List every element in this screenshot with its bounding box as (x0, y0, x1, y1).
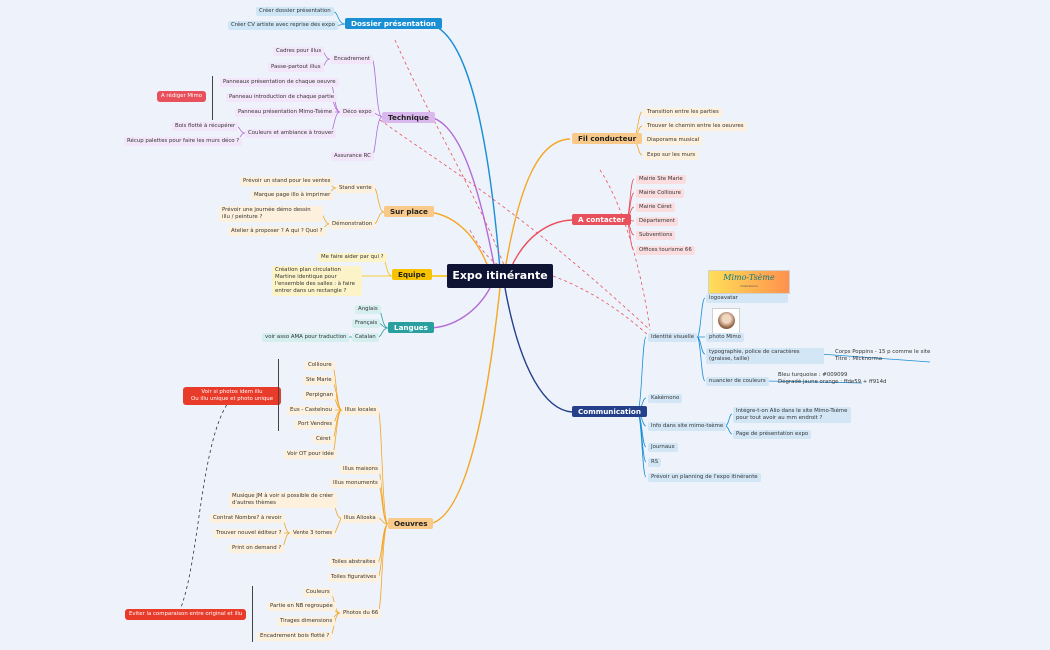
topic-perpignan[interactable]: Perpignan (303, 391, 337, 400)
topic-tirages[interactable]: Tirages dimensions (277, 617, 336, 626)
topic-assurance[interactable]: Assurance RC (331, 152, 374, 161)
photo-mimo-image[interactable] (712, 308, 740, 334)
topic-mairie-ceret[interactable]: Mairie Céret (636, 203, 675, 212)
topic-page-presentation[interactable]: Page de présentation expo (733, 430, 812, 439)
branch-langues[interactable]: Langues (388, 322, 434, 333)
topic-demonstration[interactable]: Démonstration (329, 220, 376, 229)
topic-toiles-figuratives[interactable]: Toiles figuratives (328, 573, 380, 582)
topic-info-site[interactable]: Info dans site mimo-tsème (648, 422, 727, 431)
topic-illus-alioska[interactable]: Illus Alioska (341, 514, 379, 523)
topic-ceret[interactable]: Céret (313, 435, 334, 444)
topic-photos-66[interactable]: Photos du 66 (340, 609, 382, 618)
topic-trouver-chemin[interactable]: Trouver le chemin entre les oeuvres (644, 122, 747, 131)
topic-francais[interactable]: Français (352, 319, 381, 328)
topic-marque-page[interactable]: Marque page illo à imprimer (251, 191, 334, 200)
topic-logoavatar[interactable]: logoavatar (706, 294, 788, 303)
avatar (718, 312, 735, 329)
topic-journaux[interactable]: Journaux (648, 443, 678, 452)
topic-typographie[interactable]: typographie, police de caractères (grais… (706, 348, 824, 364)
topic-ste-marie[interactable]: Ste Marie (303, 376, 335, 385)
branch-technique[interactable]: Technique (382, 112, 435, 123)
topic-print-on-demand[interactable]: Print on demand ? (229, 544, 285, 553)
logo-image[interactable]: Mimo-Tsème illustrations (708, 270, 790, 294)
topic-catalan[interactable]: Catalan (352, 333, 379, 342)
topic-prevoir-stand[interactable]: Prévoir un stand pour les ventes (240, 177, 334, 186)
topic-port-vendres[interactable]: Port Vendres (295, 420, 336, 429)
branch-fil-conducteur[interactable]: Fil conducteur (572, 133, 643, 144)
topic-illus-maisons[interactable]: Illus maisons (340, 465, 381, 474)
topic-subventions[interactable]: Subventions (636, 231, 676, 240)
topic-voir-ot[interactable]: Voir OT pour idée (284, 450, 337, 459)
summary-bracket-photos (248, 586, 253, 642)
topic-bois-flotte[interactable]: Bois flotté à récupérer (172, 122, 239, 131)
branch-dossier-presentation[interactable]: Dossier présentation (345, 18, 442, 29)
topic-diaporama[interactable]: Diaporama musical (644, 136, 703, 145)
topic-photo-mimo[interactable]: photo Mimo (706, 333, 744, 342)
root-node[interactable]: Expo itinérante (447, 264, 553, 288)
topic-expo-murs[interactable]: Expo sur les murs (644, 151, 699, 160)
logo-text: Mimo-Tsème (723, 273, 775, 282)
topic-couleurs-ambiance[interactable]: Couleurs et ambiance à trouver (245, 129, 337, 138)
topic-kakemono[interactable]: Kakémono (648, 394, 683, 403)
topic-panneaux-oeuvre[interactable]: Panneaux présentation de chaque oeuvre (220, 78, 339, 87)
topic-asso-ama[interactable]: voir asso AMA pour traduction (262, 333, 350, 342)
topic-creer-cv[interactable]: Créer CV artiste avec reprise des expo (228, 21, 338, 30)
branch-oeuvres[interactable]: Oeuvres (388, 518, 434, 529)
topic-toiles-abstraites[interactable]: Toiles abstraites (329, 558, 379, 567)
topic-typo-titre[interactable]: Titre : Micknorma (835, 356, 883, 362)
summary-bracket (208, 76, 213, 120)
topic-mairie-ste-marie[interactable]: Mairie Ste Marie (636, 175, 686, 184)
topic-atelier[interactable]: Atelier à proposer ? A qui ? Quoi ? (228, 227, 326, 236)
topic-partie-nb[interactable]: Partie en NB regroupée (267, 602, 336, 611)
note-a-rediger[interactable]: A rédiger Mimo (157, 91, 207, 102)
topic-rs[interactable]: RS (648, 458, 662, 467)
topic-anglais[interactable]: Anglais (355, 305, 381, 314)
topic-mairie-collioure[interactable]: Mairie Collioure (636, 189, 684, 198)
topic-encadrement-bois[interactable]: Encadrement bois flotté ? (257, 632, 333, 641)
topic-passe-partout[interactable]: Passe-partout illus (268, 63, 324, 72)
branch-a-contacter[interactable]: A contacter (572, 214, 631, 225)
topic-illus-locales[interactable]: Illus locales (342, 406, 380, 415)
topic-degrade[interactable]: Dégradé jaune orange : ffde59 + ff914d (778, 379, 887, 385)
note-photos-idem[interactable]: Voir si photos idem illu Ou illu unique … (183, 387, 281, 405)
topic-journee-demo[interactable]: Prévoir une journée démo dessin illu / p… (219, 206, 323, 222)
branch-communication[interactable]: Communication (572, 406, 647, 417)
topic-departement[interactable]: Département (636, 217, 678, 226)
topic-plan-circulation[interactable]: Création plan circulation Martine identi… (272, 266, 362, 296)
topic-nouvel-editeur[interactable]: Trouver nouvel éditeur ? (213, 529, 285, 538)
topic-encadrement[interactable]: Encadrement (331, 55, 374, 64)
topic-contrat[interactable]: Contrat Nombre? à revoir (210, 514, 285, 523)
topic-eus-castelnou[interactable]: Eus - Castelnou (287, 406, 335, 415)
topic-illus-monuments[interactable]: Illus monuments (330, 479, 381, 488)
topic-transition[interactable]: Transition entre les parties (644, 108, 722, 117)
topic-vente-3-tomes[interactable]: Vente 3 tomes (290, 529, 336, 538)
summary-bracket-locales (274, 359, 279, 431)
topic-creer-dossier[interactable]: Créer dossier présentation (256, 7, 334, 16)
logo-subtext: illustrations (740, 284, 758, 288)
topic-deco-expo[interactable]: Déco expo (340, 108, 375, 117)
topic-planning[interactable]: Prévoir un planning de l'expo itinérante (648, 473, 761, 482)
topic-panneau-intro[interactable]: Panneau introduction de chaque partie (226, 93, 338, 102)
topic-stand-vente[interactable]: Stand vente (336, 184, 375, 193)
topic-cadres[interactable]: Cadres pour illus (273, 47, 325, 56)
topic-integre-alio[interactable]: Intégre-t-on Alio dans le site Mimo-Tsèm… (733, 407, 851, 423)
topic-aider[interactable]: Me faire aider par qui ? (318, 253, 387, 262)
topic-couleurs[interactable]: Couleurs (303, 588, 333, 597)
topic-offices-tourisme[interactable]: Offices tourisme 66 (636, 246, 695, 255)
topic-collioure[interactable]: Collioure (305, 361, 335, 370)
note-eviter-comparaison[interactable]: Eviter la comparaison entre original et … (125, 609, 247, 620)
branch-sur-place[interactable]: Sur place (384, 206, 434, 217)
topic-musique-jm[interactable]: Musique JM à voir si possible de créer d… (229, 492, 337, 508)
branch-equipe[interactable]: Equipe (392, 269, 432, 280)
topic-bleu-turquoise[interactable]: Bleu turquoise : #009099 (778, 372, 848, 378)
topic-nuancier[interactable]: nuancier de couleurs (706, 377, 769, 386)
topic-panneau-mimo[interactable]: Panneau présentation Mimo-Tsème (235, 108, 336, 117)
topic-recup-palettes[interactable]: Récup palettes pour faire les murs déco … (124, 137, 243, 146)
topic-identite-visuelle[interactable]: Identité visuelle (648, 333, 698, 342)
topic-typo-corps[interactable]: Corps Poppins - 15 p comme le site (835, 349, 931, 355)
